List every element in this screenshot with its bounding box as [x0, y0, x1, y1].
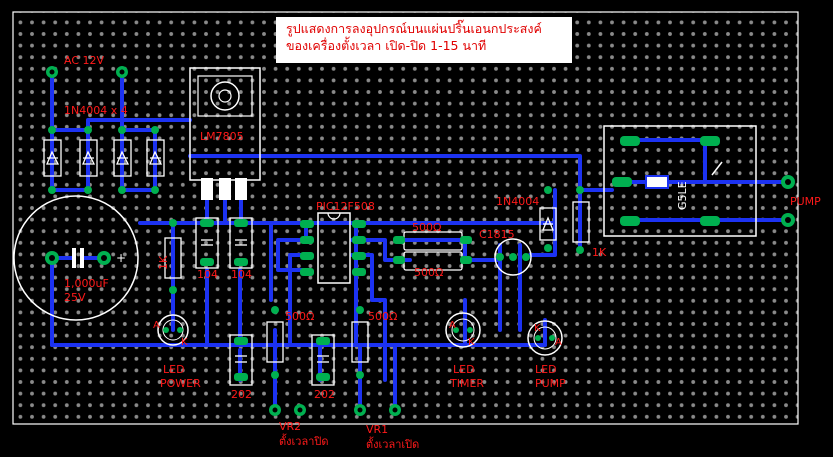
component-labels: AC 12V 1N4004 x 4 LM7805 PIC12F508 1,000… — [64, 54, 821, 451]
label-led-power-k: K — [181, 337, 188, 348]
label-led-power-1: LED — [163, 363, 185, 376]
resistor-power — [164, 237, 182, 279]
board-outline — [12, 11, 799, 425]
label-c2: 104 — [231, 268, 252, 281]
label-led-pump-k: K — [534, 323, 541, 334]
relay-diode — [539, 201, 590, 243]
label-mcu: PIC12F508 — [316, 200, 375, 213]
label-r500-bottom: 500Ω — [414, 266, 443, 279]
relay — [603, 125, 757, 237]
label-r202-b: 202 — [314, 388, 335, 401]
label-vr1: VR1 — [366, 423, 388, 436]
label-r202-a: 202 — [231, 388, 252, 401]
label-ac: AC 12V — [64, 54, 105, 67]
label-led-timer-2: TIMER — [449, 377, 484, 390]
label-diodes: 1N4004 x 4 — [64, 104, 128, 117]
title-line-1: รูปแสดงการลงอุปกรณ์บนแผ่นปริ๊นเอนกประสงค… — [286, 21, 542, 36]
label-relay-text: G5LE — [676, 181, 689, 210]
solder-pads — [200, 136, 720, 381]
title-line-2: ของเครื่องตั้งเวลา เปิด-ปิด 1-15 นาที — [286, 38, 487, 53]
electrolytic-capacitor — [13, 195, 139, 321]
led-timer — [445, 312, 481, 348]
label-led-pump-1: LED — [535, 363, 557, 376]
label-led-power-2: POWER — [160, 377, 201, 390]
bottom-resistors — [229, 321, 369, 386]
label-transistor: C1815 — [479, 228, 515, 241]
label-vr2-sub: ตั้งเวลาปิด — [279, 433, 329, 448]
label-r-relay: 1K — [592, 246, 607, 259]
label-regulator: LM7805 — [200, 130, 244, 143]
label-vr2: VR2 — [279, 420, 301, 433]
title-box: รูปแสดงการลงอุปกรณ์บนแผ่นปริ๊นเอนกประสงค… — [276, 17, 572, 63]
label-diode-relay: 1N4004 — [496, 195, 539, 208]
label-r-vr2-value: 500Ω — [285, 310, 314, 323]
label-c1: 104 — [197, 268, 218, 281]
round-pads — [46, 66, 795, 416]
label-led-pump-a: A — [555, 337, 562, 348]
pic-microcontroller — [317, 212, 351, 284]
label-pump: PUMP — [790, 195, 821, 208]
transistor — [494, 238, 532, 276]
ceramic-capacitors — [195, 217, 253, 269]
label-led-timer-k: K — [468, 337, 475, 348]
label-led-timer-a: A — [449, 320, 456, 331]
label-r500-top: 500Ω — [412, 221, 441, 234]
label-r-vr1-value: 500Ω — [368, 310, 397, 323]
bridge-diodes — [43, 139, 165, 177]
label-r-power: 1K — [157, 255, 170, 270]
voltage-regulator — [189, 67, 261, 200]
label-vr1-sub: ตั้งเวลาเปิด — [366, 436, 419, 451]
label-cap-value: 1,000uF — [64, 277, 109, 290]
label-cap-plus: + — [116, 251, 126, 265]
label-led-pump-2: PUMP — [535, 377, 566, 390]
label-led-power-a: A — [153, 320, 160, 331]
label-cap-voltage: 25V — [64, 291, 86, 304]
led-pump — [527, 320, 563, 356]
label-led-timer-1: LED — [453, 363, 475, 376]
